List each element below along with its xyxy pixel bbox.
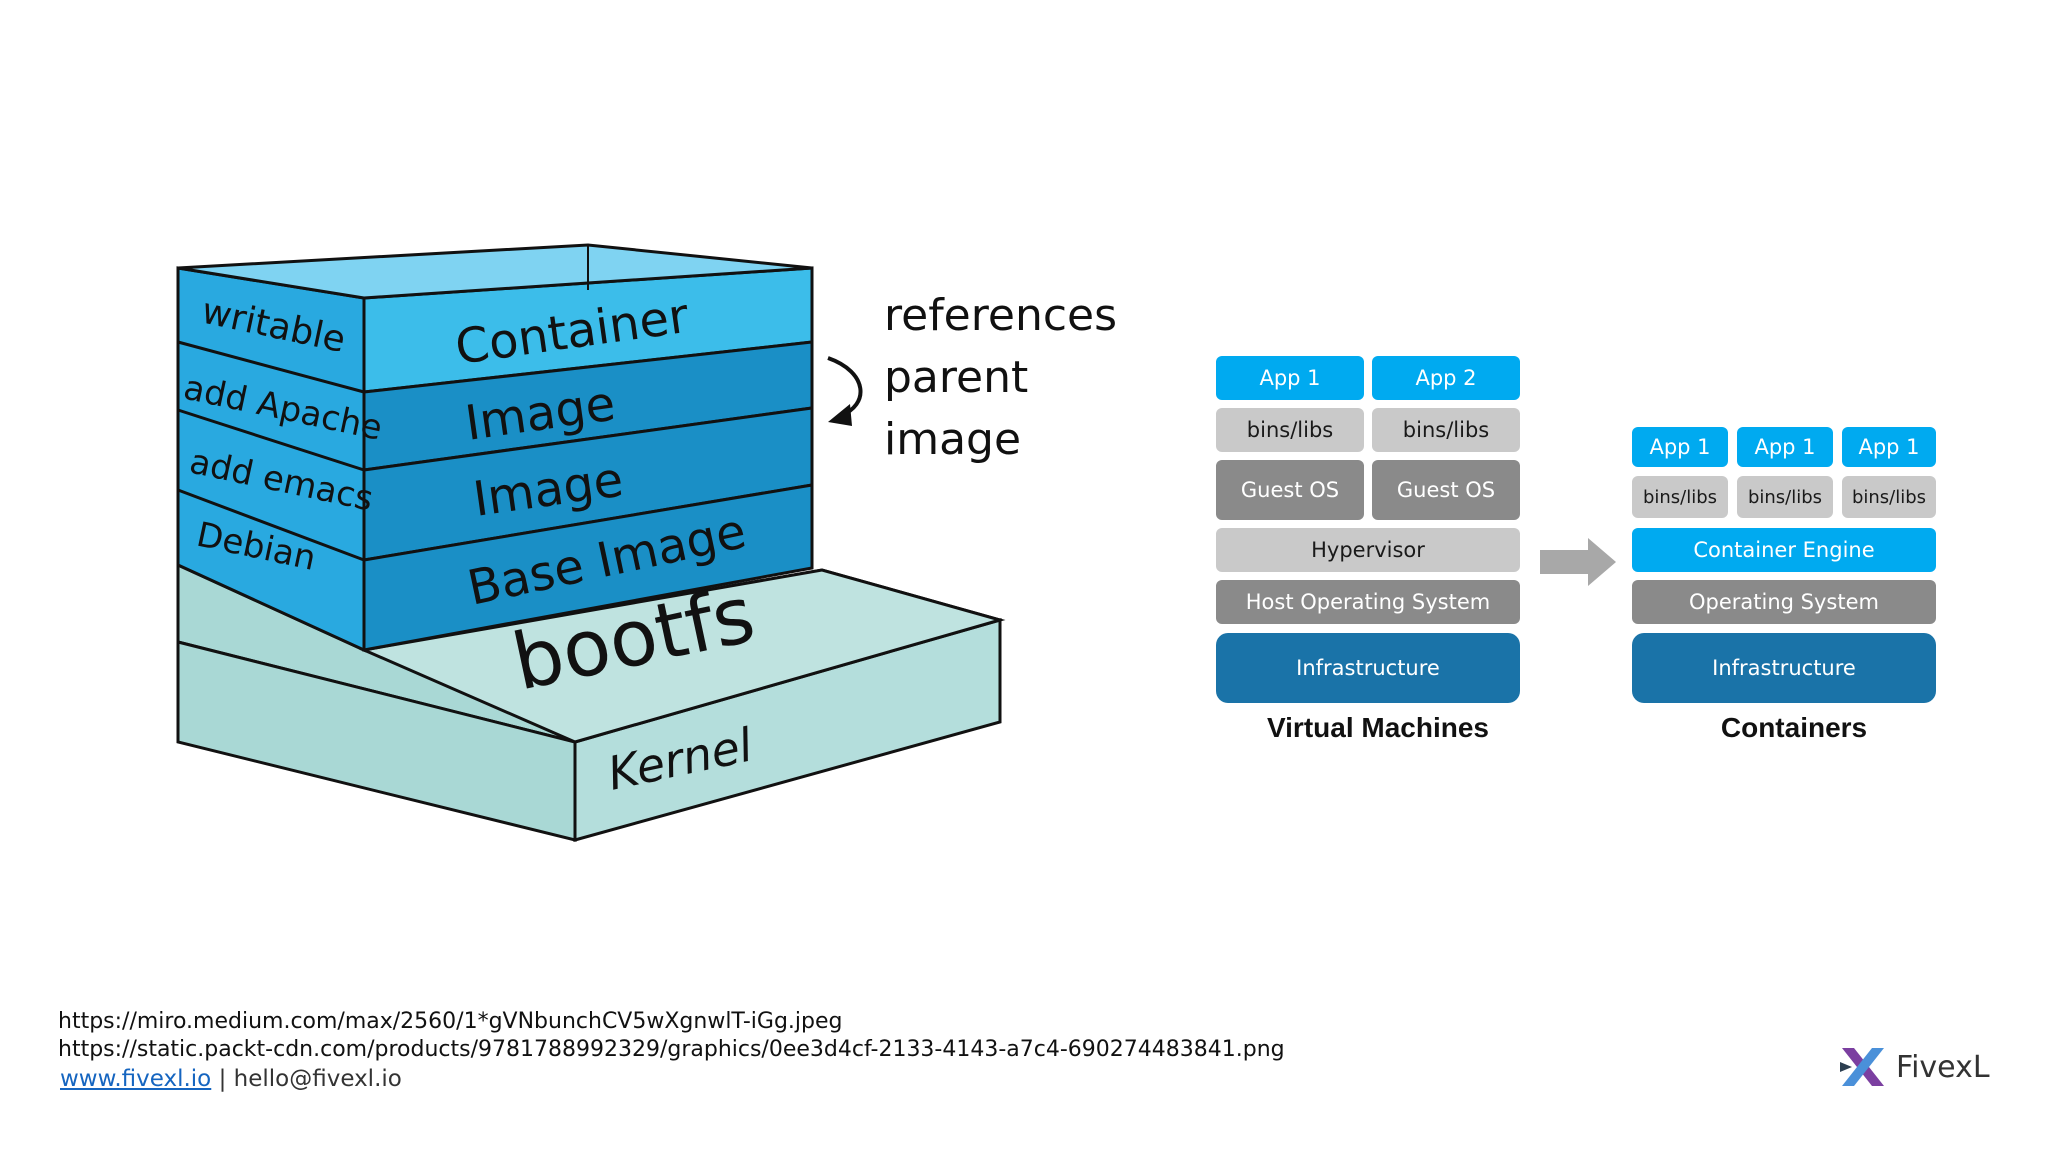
annotation-line-1: references — [884, 290, 1117, 341]
brand-name: FivexL — [1896, 1049, 1990, 1085]
email-text: hello@fivexl.io — [233, 1066, 402, 1092]
ct-bins-3: bins/libs — [1842, 476, 1936, 518]
source-link-1[interactable]: https://miro.medium.com/max/2560/1*gVNbu… — [58, 1009, 843, 1034]
bootfs-top — [358, 568, 1006, 744]
vm-bins-2: bins/libs — [1372, 408, 1520, 452]
vm-app-2: App 2 — [1372, 356, 1520, 400]
annotation-line-2: parent — [884, 352, 1028, 403]
footer-separator: | — [211, 1066, 234, 1092]
source-links: https://miro.medium.com/max/2560/1*gVNbu… — [58, 1008, 1285, 1064]
curved-arrow-icon — [827, 356, 863, 418]
ct-app-1: App 1 — [1632, 427, 1728, 467]
ct-bins-1: bins/libs — [1632, 476, 1728, 518]
vm-title: Virtual Machines — [1266, 712, 1489, 743]
vm-host-os: Host Operating System — [1216, 580, 1520, 624]
vm-hypervisor: Hypervisor — [1216, 528, 1520, 572]
ct-title: Containers — [1720, 712, 1868, 743]
annotation-line-3: image — [884, 414, 1021, 465]
fivexl-logo-icon — [1840, 1048, 1884, 1086]
footer-contact: www.fivexl.io | hello@fivexl.io — [60, 1066, 402, 1092]
brand-logo: FivexL — [1840, 1044, 1990, 1090]
vm-guest-os-2: Guest OS — [1372, 460, 1520, 520]
container-top — [177, 243, 813, 300]
vm-app-1: App 1 — [1216, 356, 1364, 400]
layer-front-base-image — [362, 483, 814, 652]
ct-bins-2: bins/libs — [1737, 476, 1833, 518]
vm-infrastructure: Infrastructure — [1216, 633, 1520, 703]
source-link-2[interactable]: https://static.packt-cdn.com/products/97… — [58, 1037, 1285, 1062]
arrow-right-icon — [1540, 538, 1616, 586]
vm-guest-os-1: Guest OS — [1216, 460, 1364, 520]
ct-infrastructure: Infrastructure — [1632, 633, 1936, 703]
ct-app-3: App 1 — [1842, 427, 1936, 467]
ct-os: Operating System — [1632, 580, 1936, 624]
vm-bins-1: bins/libs — [1216, 408, 1364, 452]
ct-engine: Container Engine — [1632, 528, 1936, 572]
website-link[interactable]: www.fivexl.io — [60, 1066, 212, 1092]
ct-app-2: App 1 — [1737, 427, 1833, 467]
